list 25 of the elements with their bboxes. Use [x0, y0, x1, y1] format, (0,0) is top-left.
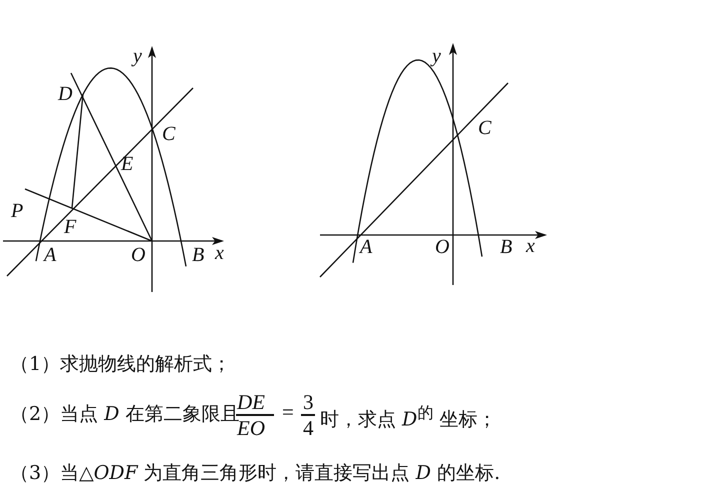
point-label: y: [133, 46, 142, 66]
question-text: （3）当△ODF 为直角三角形时，请直接写出点 D 的坐标.: [10, 464, 500, 483]
point-label: F: [64, 217, 76, 237]
question-text: （1）求抛物线的解析式；: [10, 355, 232, 374]
point-label: B: [192, 245, 204, 265]
question-text: （2）当点 D 在第二象限且: [10, 405, 240, 424]
point-label: B: [500, 237, 512, 257]
point-label: y: [432, 46, 441, 66]
point-label: C: [162, 124, 176, 144]
point-label: A: [360, 237, 372, 257]
point-label: x: [215, 243, 224, 263]
fraction-term: 4: [303, 418, 314, 439]
point-label: D: [58, 84, 72, 104]
point-label: P: [11, 201, 24, 221]
point-label: x: [526, 236, 535, 256]
point-label: C: [478, 118, 492, 138]
point-label: O: [131, 245, 146, 265]
fraction-term: 3: [303, 392, 314, 413]
point-label: O: [435, 237, 450, 257]
fraction-term: EO: [237, 418, 265, 439]
question-text: 时，求点 D$^{的}$ 坐标；: [320, 405, 496, 430]
point-label: A: [44, 245, 56, 265]
fraction-term: =: [282, 402, 294, 423]
fraction-term: DE: [237, 392, 265, 413]
point-label: E: [121, 154, 134, 174]
